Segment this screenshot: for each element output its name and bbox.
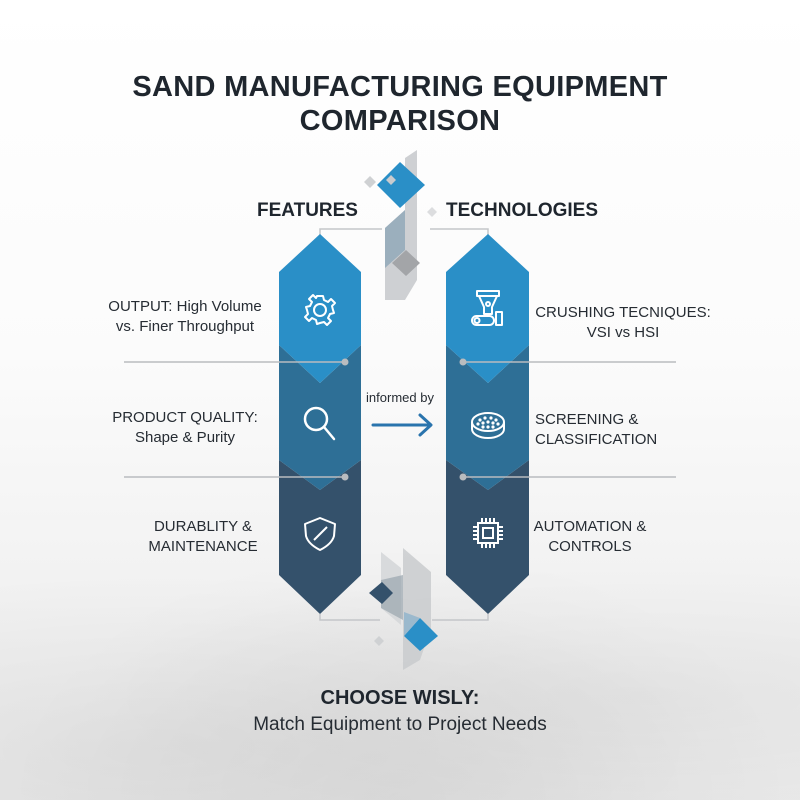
row-divider-1 <box>124 358 676 366</box>
tech-label-line: AUTOMATION & <box>533 518 647 535</box>
tech-label-automation: AUTOMATION & CONTROLS <box>490 517 690 557</box>
feature-label-line: MAINTENANCE <box>148 538 258 555</box>
sieve-icon <box>471 412 505 439</box>
tech-label-screening: SCREENING & CLASSIFICATION <box>535 410 695 450</box>
footer-subtitle: Match Equipment to Project Needs <box>253 714 547 735</box>
feature-label-line: Shape & Purity <box>134 429 236 446</box>
gear-icon <box>304 294 336 326</box>
features-bracket-line <box>319 228 382 236</box>
shield-icon <box>304 517 336 551</box>
feature-label-durability: DURABLITY & MAINTENANCE <box>103 517 303 557</box>
arrow-right-icon <box>371 413 433 437</box>
feature-label-line: PRODUCT QUALITY: <box>112 409 258 426</box>
row-divider-2 <box>124 473 676 481</box>
features-tier-1 <box>279 234 361 383</box>
tech-label-line: CONTROLS <box>548 538 632 555</box>
title-line-1: SAND MANUFACTURING EQUIPMENT <box>132 71 668 103</box>
magnifier-icon <box>303 406 336 441</box>
feature-label-line: vs. Finer Throughput <box>115 318 255 335</box>
top-geometric-decoration <box>364 150 437 300</box>
features-tier-2 <box>279 345 361 490</box>
chip-icon <box>473 518 503 548</box>
footer-title: CHOOSE WISLY: <box>320 687 480 709</box>
tech-label-line: CRUSHING TECNIQUES: <box>535 304 711 321</box>
feature-label-line: DURABLITY & <box>153 518 253 535</box>
title-line-2: COMPARISON <box>299 105 501 137</box>
tech-label-line: VSI vs HSI <box>586 324 660 341</box>
feature-label-quality: PRODUCT QUALITY: Shape & Purity <box>85 408 285 448</box>
technologies-tier-1 <box>446 234 529 383</box>
crusher-icon <box>471 290 503 326</box>
technologies-tier-2 <box>446 345 529 490</box>
feature-label-output: OUTPUT: High Volume vs. Finer Throughput <box>85 297 285 337</box>
tech-label-line: SCREENING & <box>535 411 639 428</box>
technologies-bottom-bracket <box>432 614 489 621</box>
bottom-geometric-decoration <box>369 548 438 670</box>
tech-label-line: CLASSIFICATION <box>535 431 658 448</box>
page-title: SAND MANUFACTURING EQUIPMENT COMPARISON <box>0 70 800 138</box>
technologies-bracket-line <box>430 228 489 236</box>
features-column <box>279 234 361 614</box>
feature-label-line: OUTPUT: High Volume <box>108 298 262 315</box>
features-tier-3 <box>279 460 361 614</box>
technologies-heading: TECHNOLOGIES <box>446 200 599 221</box>
features-heading: FEATURES <box>257 200 358 221</box>
features-bottom-bracket <box>319 614 380 621</box>
tech-label-crushing: CRUSHING TECNIQUES: VSI vs HSI <box>523 303 723 343</box>
connector-label: informed by <box>366 390 434 405</box>
